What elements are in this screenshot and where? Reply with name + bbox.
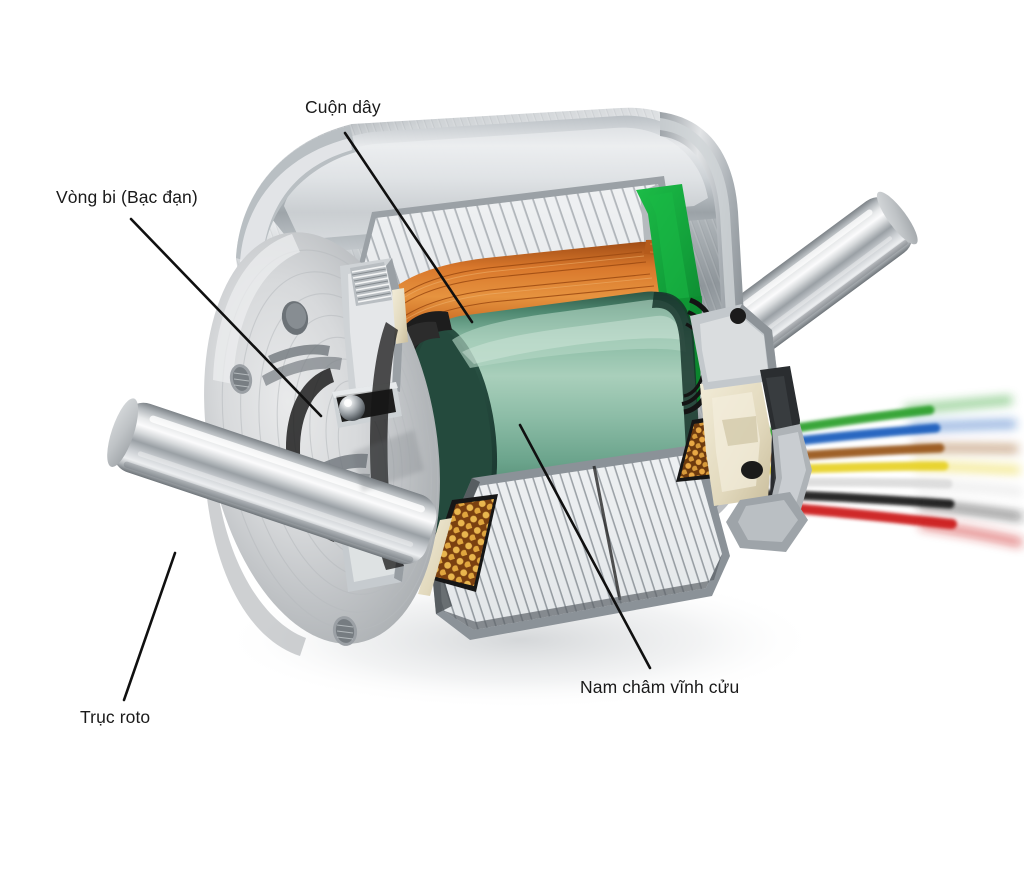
leader-lines (122, 131, 652, 702)
end-cap-right (690, 304, 812, 552)
label-coil: Cuộn dây (305, 97, 381, 117)
coil-end-bundle-left (418, 494, 498, 596)
label-permanent-magnet: Nam châm vĩnh cửu (580, 677, 740, 697)
leader-shaft (122, 551, 177, 702)
screw-thread (350, 262, 392, 306)
housing-cut-rim (660, 112, 751, 524)
label-bearing: Vòng bi (Bạc đạn) (56, 187, 198, 207)
stator-lamination-bottom (432, 444, 730, 640)
ball-bearing-upper (339, 395, 365, 421)
rotor-shaft-left (107, 398, 437, 565)
shaft-contact-shadow (352, 430, 424, 492)
mounting-hole-upper (229, 364, 253, 394)
mounting-hole-lower (332, 616, 358, 646)
leader-bearing (129, 217, 323, 418)
wire-harness (759, 396, 1024, 548)
leader-coil (343, 131, 474, 324)
label-rotor-shaft: Trục roto (80, 707, 151, 727)
leader-magnet (518, 423, 652, 670)
